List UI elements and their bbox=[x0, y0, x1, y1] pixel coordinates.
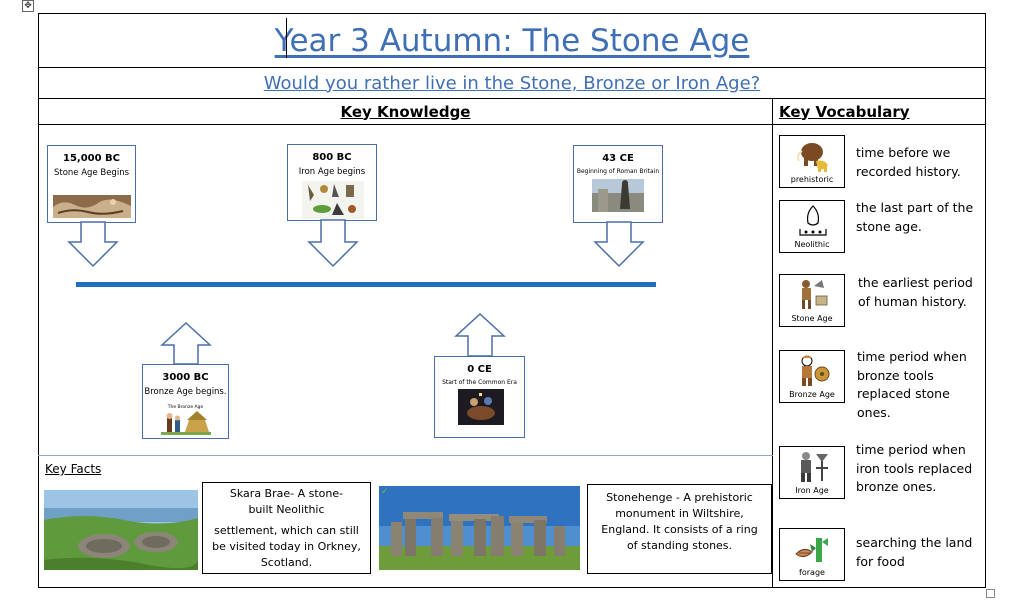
timeline-card-bronze-age: 3000 BC Bronze Age begins. The Bronze Ag… bbox=[142, 364, 229, 439]
vocab-icon-stone-age: Stone Age bbox=[779, 274, 845, 327]
timeline-label: Iron Age begins bbox=[298, 167, 366, 177]
arrow-up bbox=[160, 321, 212, 365]
fact-skara-brae-line2: settlement, which can still be visited t… bbox=[212, 524, 361, 569]
vocab-definition: the last part of the stone age. bbox=[856, 200, 974, 234]
vocab-definition: searching the land for food bbox=[856, 535, 973, 569]
timeline-card-roman-britain: 43 CE Beginning of Roman Britain bbox=[573, 145, 663, 223]
vocab-word: Stone Age bbox=[791, 314, 833, 323]
vocab-word: Iron Age bbox=[795, 486, 829, 495]
vocab-icon-neolithic: Neolithic bbox=[779, 200, 845, 253]
vocab-word: Neolithic bbox=[794, 240, 830, 249]
vocab-icon-bronze-age: Bronze Age bbox=[779, 350, 845, 403]
roman-statue-image bbox=[592, 179, 644, 212]
vocab-word: Bronze Age bbox=[789, 390, 835, 399]
fact-skara-brae: Skara Brae- A stone-built Neolithic sett… bbox=[202, 482, 371, 574]
arrow-down bbox=[307, 219, 359, 268]
iron-age-artefacts-image bbox=[302, 181, 364, 219]
table-resize-handle[interactable] bbox=[986, 589, 995, 598]
vocab-icon-iron-age: Iron Age bbox=[779, 446, 845, 499]
timeline-card-iron-age: 800 BC Iron Age begins bbox=[287, 144, 377, 221]
timeline-label: Stone Age Begins bbox=[53, 168, 130, 178]
timeline-date: 3000 BC bbox=[162, 372, 209, 383]
timeline-date: 800 BC bbox=[312, 152, 352, 163]
text-cursor bbox=[286, 18, 287, 58]
bronze-man-icon bbox=[801, 355, 830, 386]
timeline-card-common-era: 0 CE Start of the Common Era bbox=[434, 356, 525, 438]
key-facts-heading: Key Facts bbox=[45, 462, 102, 476]
caveman-icon bbox=[802, 280, 828, 309]
page-title: Year 3 Autumn: The Stone Age bbox=[38, 13, 986, 68]
vocab-definition: time period when iron tools replaced bro… bbox=[856, 442, 973, 494]
section-divider bbox=[38, 455, 773, 456]
timeline-card-stone-age: 15,000 BC Stone Age Begins bbox=[47, 145, 136, 223]
iron-man-icon bbox=[801, 452, 828, 482]
key-knowledge-heading: Key Knowledge bbox=[38, 98, 773, 125]
vocab-word: prehistoric bbox=[790, 175, 834, 184]
arrow-down bbox=[593, 221, 645, 268]
bronze-age-people-image bbox=[161, 411, 211, 435]
fact-stonehenge: Stonehenge - A prehistoric monument in W… bbox=[587, 484, 772, 574]
timeline-date: 43 CE bbox=[602, 153, 634, 164]
table-move-handle[interactable]: ✥ bbox=[22, 0, 34, 12]
nativity-image bbox=[458, 389, 504, 425]
timeline-label: Bronze Age begins. bbox=[144, 387, 227, 397]
big-question: Would you rather live in the Stone, Bron… bbox=[38, 67, 986, 99]
key-vocabulary-heading: Key Vocabulary bbox=[772, 98, 986, 125]
image-caption: The Bronze Age bbox=[167, 405, 204, 410]
forage-icon bbox=[795, 538, 828, 562]
vocab-icon-prehistoric: prehistoric bbox=[779, 135, 845, 188]
timeline-date: 15,000 BC bbox=[62, 153, 121, 164]
vocab-definition: time before we recorded history. bbox=[856, 145, 961, 179]
fact-stonehenge-text: Stonehenge - A prehistoric monument in W… bbox=[601, 491, 758, 552]
vocab-definition: the earliest period of human history. bbox=[858, 275, 973, 309]
skara-brae-photo bbox=[44, 490, 198, 570]
key-vocabulary-section bbox=[772, 124, 986, 588]
timeline-date: 0 CE bbox=[467, 364, 492, 375]
fact-skara-brae-line1: Skara Brae- A stone-built Neolithic bbox=[229, 487, 344, 516]
timeline-line bbox=[76, 282, 656, 287]
vocab-word: forage bbox=[799, 568, 825, 577]
timeline-label: Start of the Common Era bbox=[442, 379, 517, 386]
stonehenge-photo bbox=[379, 486, 580, 570]
image-anchor-icon: ✓ bbox=[381, 487, 389, 497]
mammoth-icon bbox=[797, 143, 828, 172]
arrow-up bbox=[454, 312, 506, 357]
timeline-label: Beginning of Roman Britain bbox=[576, 168, 660, 175]
vocab-definition: time period when bronze tools replaced s… bbox=[857, 349, 967, 420]
stone-tool-icon bbox=[799, 205, 827, 236]
vocab-icon-forage: forage bbox=[779, 528, 845, 581]
arrow-down bbox=[67, 221, 119, 268]
cave-rock-image bbox=[53, 195, 131, 218]
